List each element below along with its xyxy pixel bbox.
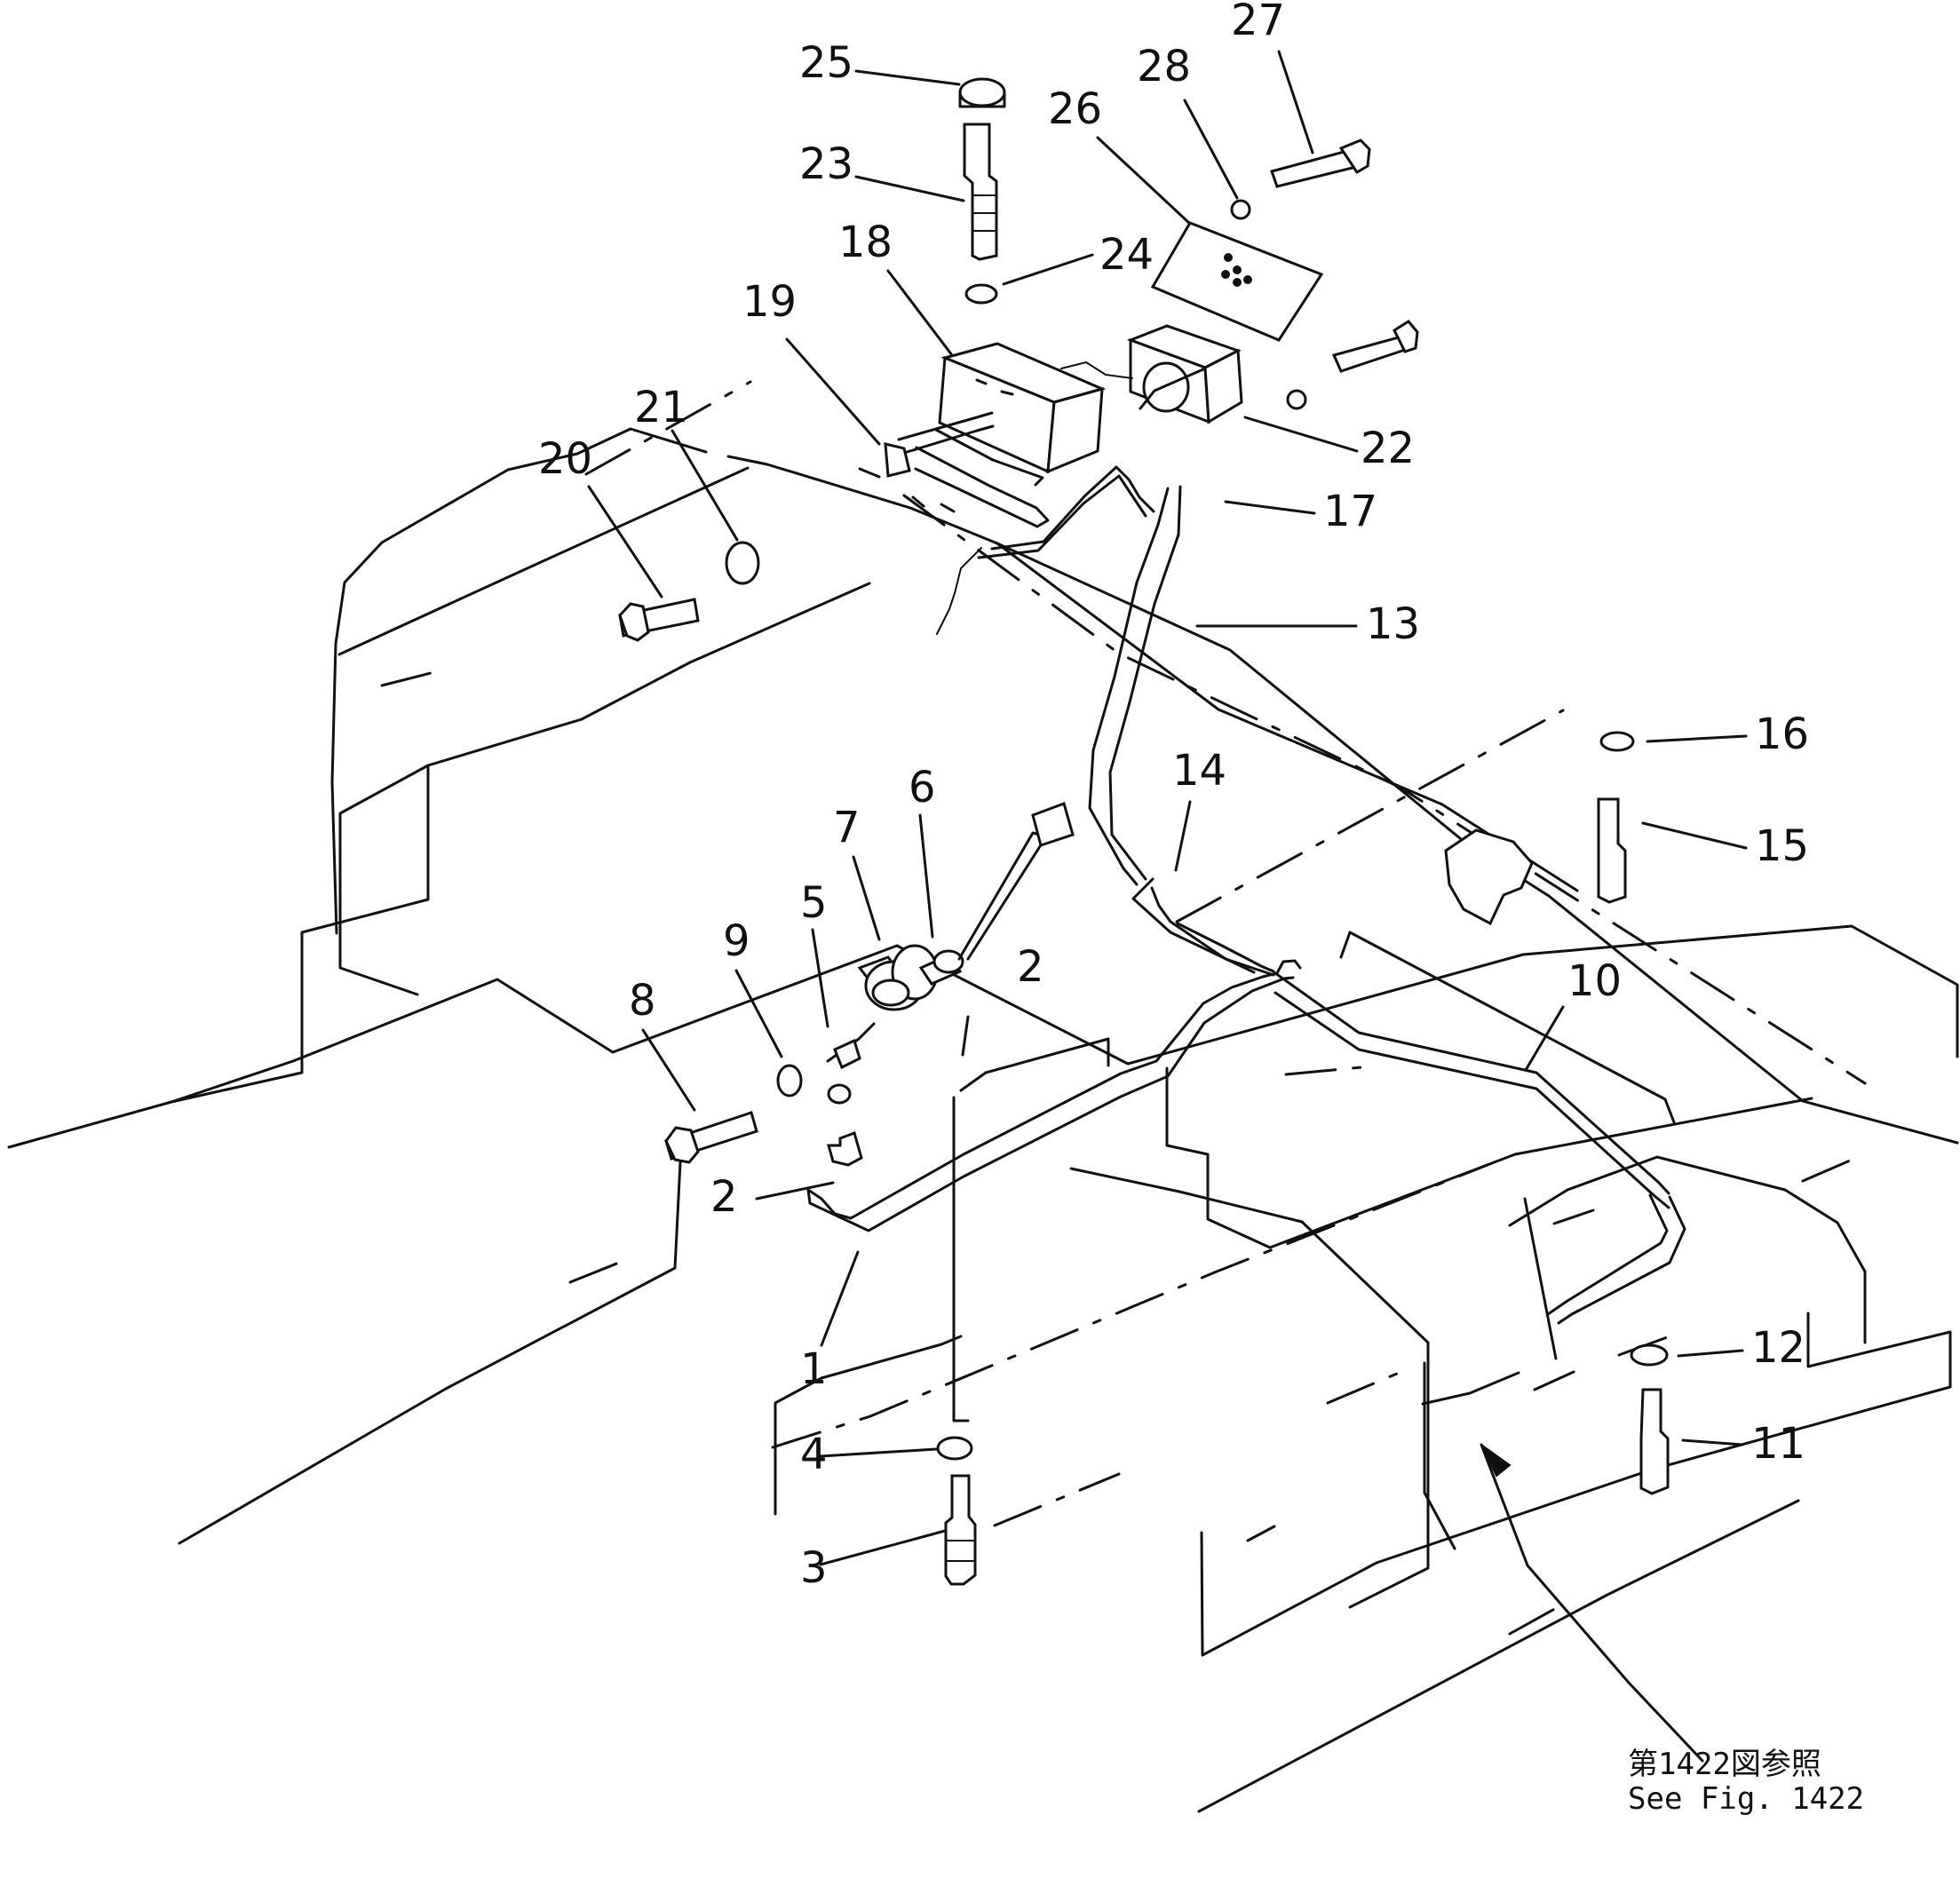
- callout-label-1: 1: [800, 1344, 828, 1394]
- leader-line-16: [1646, 734, 1748, 743]
- callout-label-23: 23: [799, 139, 853, 189]
- reference-note: 第1422図参照 See Fig. 1422: [1628, 1747, 1864, 1817]
- callout-label-28: 28: [1137, 42, 1191, 91]
- leader-line-19: [785, 337, 881, 446]
- callout-label-14: 14: [1172, 746, 1226, 796]
- callout-label-26: 26: [1048, 84, 1102, 134]
- callout-label-12: 12: [1751, 1323, 1805, 1373]
- callout-label-6: 6: [909, 763, 936, 812]
- leader-line-7: [852, 855, 881, 941]
- callout-label-21: 21: [634, 383, 688, 432]
- callout-label-5: 5: [800, 878, 828, 928]
- leader-line-24: [1002, 253, 1094, 286]
- leader-line-5: [811, 928, 829, 1028]
- leader-line-2a: [961, 1015, 970, 1057]
- leader-line-9: [734, 969, 783, 1058]
- callout-label-24: 24: [1099, 230, 1154, 280]
- callout-labels: 1223456789101112131415161718192021222324…: [538, 0, 1809, 1593]
- leader-line-25: [854, 69, 961, 86]
- reference-note-japanese: 第1422図参照: [1628, 1747, 1821, 1782]
- machine-outline-and-parts: [7, 77, 1959, 1813]
- callout-label-9: 9: [723, 916, 750, 966]
- callout-label-15: 15: [1755, 821, 1809, 871]
- callout-label-2b: 2: [710, 1172, 738, 1222]
- callout-label-22: 22: [1361, 424, 1415, 473]
- callout-label-7: 7: [833, 803, 861, 852]
- callout-label-13: 13: [1366, 599, 1420, 649]
- leader-line-2b: [755, 1181, 835, 1201]
- leader-line-22: [1243, 416, 1359, 453]
- callout-label-4: 4: [800, 1430, 828, 1479]
- callout-label-25: 25: [799, 38, 853, 88]
- leader-line-6: [918, 813, 934, 939]
- callout-label-17: 17: [1323, 487, 1377, 536]
- leader-line-3: [819, 1529, 947, 1566]
- leader-line-21: [671, 429, 739, 542]
- reference-note-english: See Fig. 1422: [1628, 1781, 1864, 1817]
- leader-line-11: [1681, 1438, 1744, 1446]
- leader-line-14: [1174, 800, 1192, 872]
- leader-line-27: [1277, 50, 1314, 155]
- leader-line-26: [1096, 136, 1192, 226]
- leader-line-12: [1677, 1349, 1744, 1358]
- leader-line-10: [1524, 1005, 1565, 1072]
- callout-label-3: 3: [800, 1543, 828, 1593]
- callout-label-27: 27: [1231, 0, 1285, 45]
- leader-line-23: [854, 175, 965, 202]
- leader-line-20: [587, 485, 663, 598]
- leader-line-4: [819, 1447, 938, 1458]
- callout-label-8: 8: [629, 976, 656, 1026]
- callout-label-19: 19: [742, 277, 797, 327]
- callout-label-16: 16: [1755, 709, 1809, 759]
- callout-label-18: 18: [838, 218, 893, 267]
- callout-label-11: 11: [1751, 1419, 1805, 1469]
- leader-line-18: [886, 269, 954, 357]
- leader-line-8: [641, 1028, 696, 1112]
- callout-label-10: 10: [1567, 956, 1622, 1006]
- callout-label-2a: 2: [1017, 942, 1044, 992]
- leader-line-15: [1641, 821, 1748, 850]
- leader-line-1: [820, 1250, 860, 1347]
- callout-label-20: 20: [538, 434, 592, 484]
- leader-line-17: [1224, 500, 1316, 515]
- leader-line-28: [1183, 99, 1239, 200]
